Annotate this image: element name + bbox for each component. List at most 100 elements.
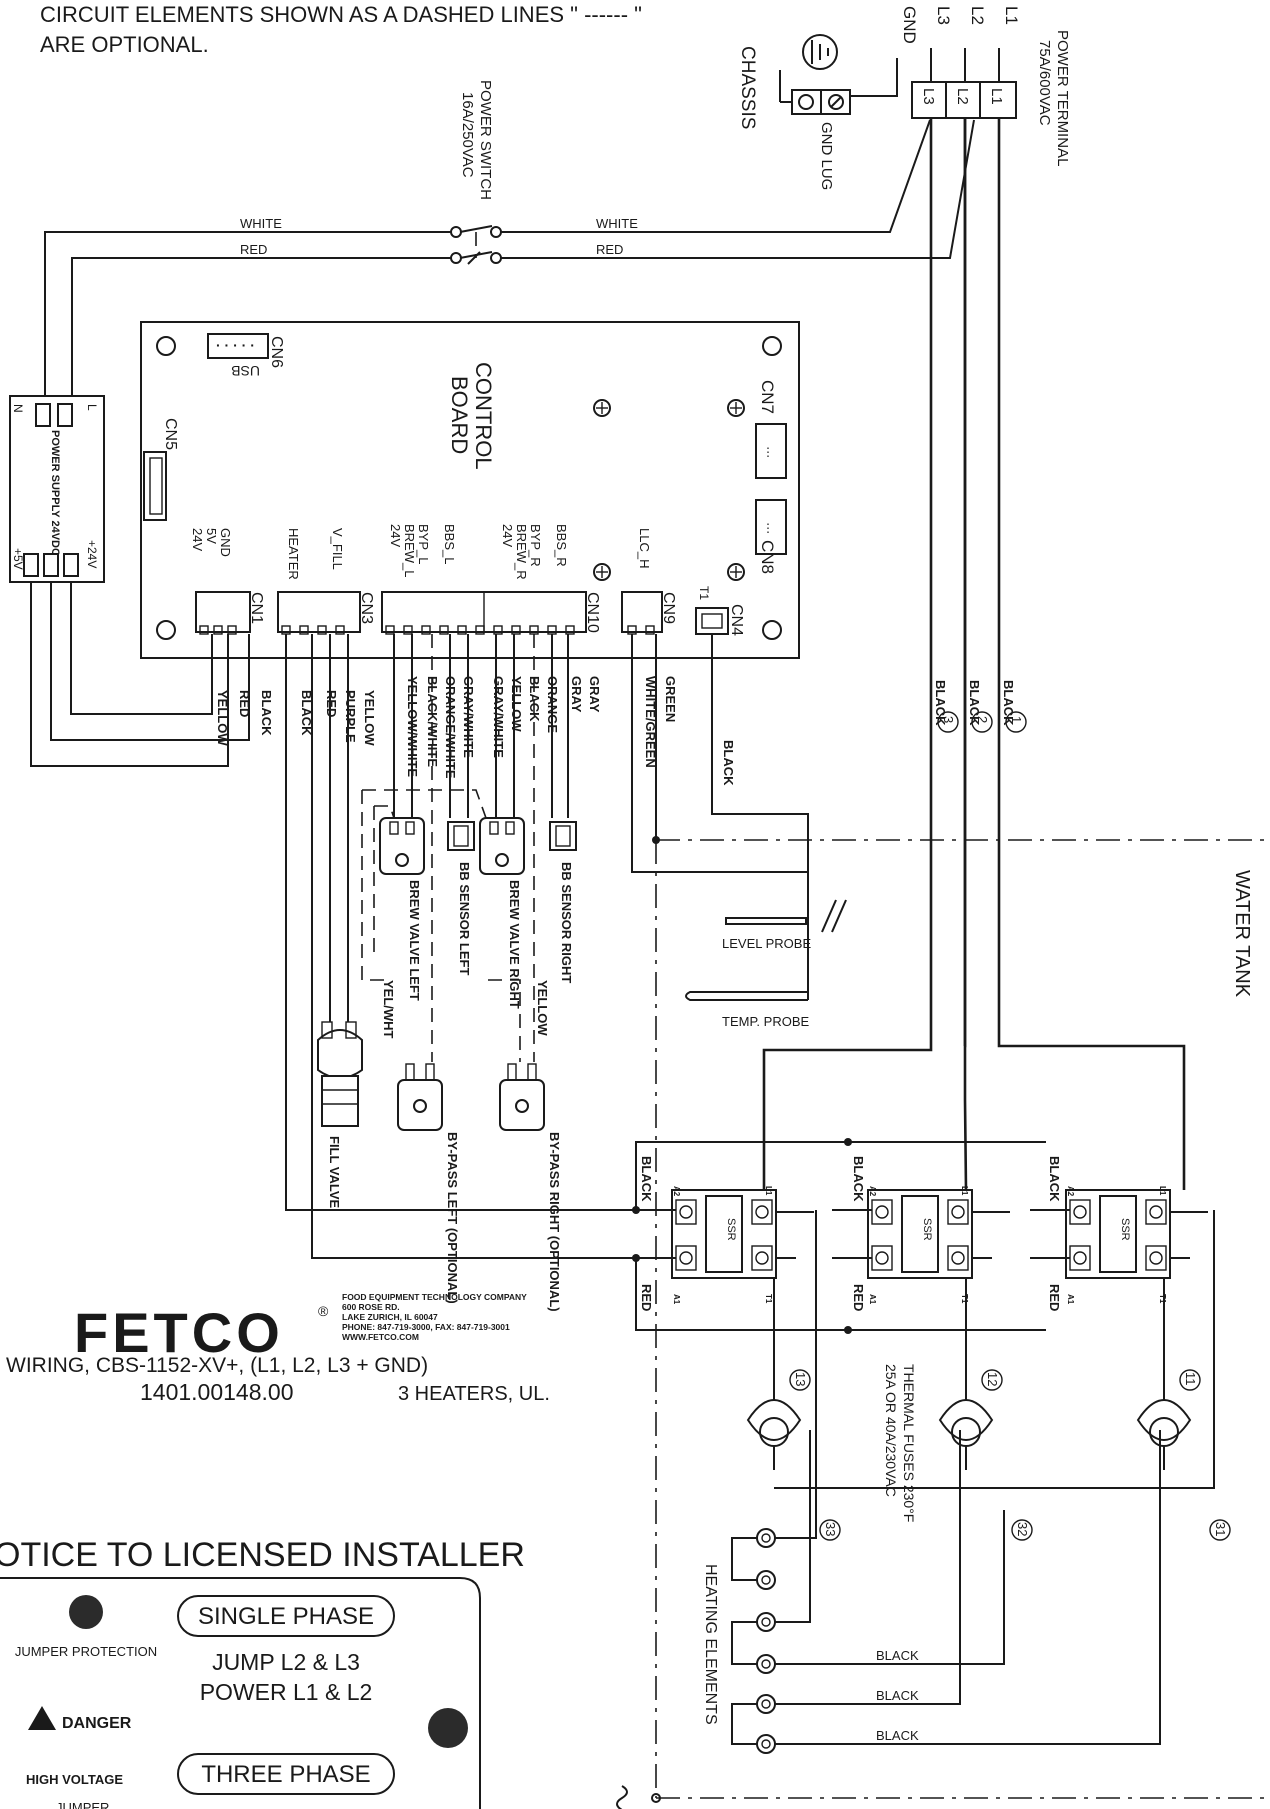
jumper-protection-icon — [69, 1595, 103, 1629]
thermal-fuses-label-2: 25A OR 40A/230VAC — [883, 1364, 899, 1497]
svg-text:SSR: SSR — [1119, 1218, 1131, 1241]
wire-white-right — [501, 119, 931, 233]
brew-valve-right: BREW VALVE RIGHT — [479, 817, 525, 1009]
svg-text:13: 13 — [793, 1372, 808, 1386]
power-switch-rating: 16A/250VAC — [459, 92, 476, 178]
svg-text:BY-PASS RIGHT (OPTIONAL): BY-PASS RIGHT (OPTIONAL) — [547, 1132, 562, 1312]
note-line2: ARE OPTIONAL. — [40, 32, 209, 57]
svg-text:BLACK: BLACK — [933, 680, 948, 726]
svg-text:BY-PASS LEFT (OPTIONAL): BY-PASS LEFT (OPTIONAL) — [445, 1132, 460, 1304]
svg-text:YELLOW: YELLOW — [215, 690, 230, 746]
bypass-right: BY-PASS RIGHT (OPTIONAL) — [499, 1063, 562, 1312]
svg-text:BLACK: BLACK — [876, 1728, 919, 1743]
svg-text:JUMPER: JUMPER — [56, 1800, 109, 1809]
svg-text:CN7: CN7 — [758, 380, 777, 414]
svg-text:WWW.FETCO.COM: WWW.FETCO.COM — [342, 1332, 419, 1342]
svg-text:RED: RED — [237, 690, 252, 717]
svg-text:CN3: CN3 — [358, 592, 375, 624]
usb-label: USB — [231, 363, 260, 379]
svg-text:CN8: CN8 — [758, 540, 777, 574]
svg-text:GREEN: GREEN — [663, 676, 678, 722]
svg-text:BBS_L: BBS_L — [442, 524, 457, 564]
svg-text:BBS_R: BBS_R — [554, 524, 569, 567]
svg-text:A2: A2 — [868, 1186, 877, 1197]
wire-heater-red — [311, 634, 636, 1259]
wire-2 — [963, 118, 968, 1191]
three-phase-label: THREE PHASE — [201, 1761, 370, 1788]
svg-text:GND: GND — [218, 528, 233, 557]
label-red-left: RED — [240, 242, 267, 257]
svg-text:BREW VALVE RIGHT: BREW VALVE RIGHT — [507, 880, 522, 1009]
label-red-right: RED — [596, 242, 623, 257]
fill-valve: FILL VALVE — [317, 1021, 363, 1209]
svg-text:A1: A1 — [1066, 1294, 1075, 1305]
svg-text:®: ® — [318, 1303, 329, 1319]
terminal-l3: L3 — [920, 88, 937, 105]
svg-text:BB SENSOR LEFT: BB SENSOR LEFT — [457, 862, 472, 975]
svg-text:POWER L1 & L2: POWER L1 & L2 — [200, 1679, 373, 1705]
label-white-left: WHITE — [240, 216, 282, 231]
drawing-title: WIRING, CBS-1152-XV+, (L1, L2, L3 + GND) — [6, 1354, 428, 1377]
board-title-2: BOARD — [447, 376, 472, 454]
svg-text:BLACK: BLACK — [967, 680, 982, 726]
svg-text:⋮: ⋮ — [762, 445, 774, 459]
wire-heater-black — [285, 634, 636, 1211]
chassis-label: CHASSIS — [737, 46, 758, 129]
svg-text:3: 3 — [941, 716, 956, 723]
terminal-l1: L1 — [988, 88, 1005, 105]
svg-text:FETCO: FETCO — [74, 1301, 284, 1364]
svg-text:BLACK: BLACK — [876, 1648, 919, 1663]
svg-text:WHITE/GREEN: WHITE/GREEN — [643, 676, 658, 768]
svg-text:T1: T1 — [1158, 1294, 1167, 1304]
power-switch-title: POWER SWITCH — [477, 80, 494, 200]
cn10-pins — [385, 625, 575, 635]
svg-text:BYP_L: BYP_L — [416, 524, 431, 564]
svg-text:24V: 24V — [500, 524, 515, 547]
svg-text:L1: L1 — [764, 1186, 773, 1196]
wire-red-left — [71, 257, 451, 396]
svg-text:BLACK: BLACK — [721, 740, 736, 786]
svg-text:YELLOW: YELLOW — [362, 690, 377, 746]
heating-elements-label: HEATING ELEMENTS — [702, 1564, 719, 1725]
svg-text:600 ROSE RD.: 600 ROSE RD. — [342, 1302, 400, 1312]
svg-text:L1: L1 — [1158, 1186, 1167, 1196]
svg-text:GRAY/WHITE: GRAY/WHITE — [491, 676, 506, 758]
svg-text:RED: RED — [851, 1284, 866, 1311]
svg-text:BREW_L: BREW_L — [402, 524, 417, 577]
power-switch: POWER SWITCH 16A/250VAC — [450, 80, 502, 265]
svg-text:11: 11 — [1183, 1372, 1198, 1386]
svg-text:CN1: CN1 — [248, 592, 265, 624]
svg-text:+24V: +24V — [85, 540, 99, 568]
svg-text:BLACK: BLACK — [876, 1688, 919, 1703]
svg-text:RED: RED — [324, 690, 339, 717]
gnd-lug-label: GND LUG — [818, 122, 835, 190]
svg-text:A2: A2 — [1066, 1186, 1075, 1197]
svg-text:24V: 24V — [190, 528, 205, 551]
svg-text:RED: RED — [639, 1284, 654, 1311]
svg-text:· · · · ·: · · · · · — [216, 337, 255, 353]
svg-text:T1: T1 — [764, 1294, 773, 1304]
drawing-number: 1401.00148.00 — [140, 1379, 294, 1405]
svg-text:L1: L1 — [960, 1186, 969, 1196]
wire-1 — [997, 118, 1186, 1190]
svg-text:FOOD EQUIPMENT TECHNOLOGY COMP: FOOD EQUIPMENT TECHNOLOGY COMPANY — [342, 1292, 527, 1302]
svg-text:⋮: ⋮ — [762, 521, 774, 535]
bb-sensor-right: BB SENSOR RIGHT — [549, 821, 577, 983]
svg-text:N: N — [11, 404, 25, 413]
gnd-lug: GND LUG CHASSIS — [737, 34, 851, 190]
svg-text:BYP_R: BYP_R — [528, 524, 543, 567]
svg-text:PHONE: 847-719-3000, FAX: 847-: PHONE: 847-719-3000, FAX: 847-719-3001 — [342, 1322, 510, 1332]
svg-text:HEATER: HEATER — [286, 528, 301, 580]
jumper-icon — [428, 1708, 468, 1748]
svg-text:SSR: SSR — [725, 1218, 737, 1241]
svg-text:CN9: CN9 — [660, 592, 677, 624]
svg-text:BB SENSOR RIGHT: BB SENSOR RIGHT — [559, 862, 574, 983]
board-title-1: CONTROL — [471, 362, 496, 470]
level-probe: LEVEL PROBE — [722, 899, 847, 951]
svg-text:BREW_R: BREW_R — [514, 524, 529, 580]
svg-text:2: 2 — [975, 716, 990, 723]
